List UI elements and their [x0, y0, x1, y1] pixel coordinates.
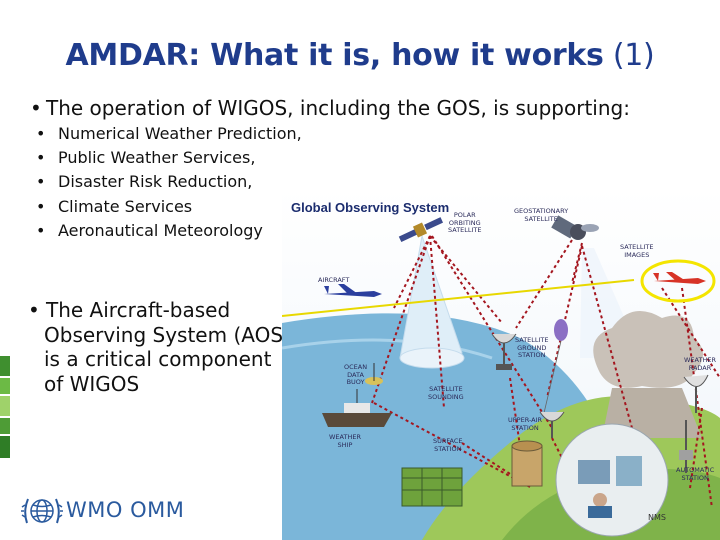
- aircraft-highlight-circle: [640, 259, 716, 303]
- label-line: STATION: [511, 423, 539, 432]
- label-line: AIRCRAFT: [318, 276, 350, 284]
- bullet-dot: •: [36, 124, 46, 143]
- label-line: OCEAN: [344, 363, 368, 371]
- label-line: NMS: [648, 513, 666, 522]
- label-line: STATION: [434, 444, 462, 453]
- sub-bullet: • Numerical Weather Prediction,: [36, 122, 302, 146]
- label-line: STATION: [518, 351, 546, 359]
- label-geostationary-satellite: GEOSTATIONARY SATELLITE: [514, 207, 569, 223]
- geostationary-satellite-icon: [551, 215, 599, 240]
- label-line: WEATHER: [329, 433, 361, 441]
- label-line: POLAR: [453, 211, 476, 219]
- bullet-dot: •: [28, 298, 40, 322]
- aos-bullet: •The Aircraft-based Observing System (AO…: [28, 298, 291, 396]
- accent-bar: [0, 396, 10, 416]
- label-line: WEATHER: [684, 356, 716, 364]
- label-line: SATELLITE: [524, 214, 558, 223]
- ocean-buoy-icon: [365, 363, 383, 385]
- station-building-icon: [511, 440, 543, 487]
- sub-bullet: • Public Weather Services,: [36, 146, 302, 170]
- sub-bullet-text: Aeronautical Meteorology: [58, 220, 263, 240]
- label-line: AUTOMATIC: [676, 466, 715, 474]
- label-line: RADAR: [688, 363, 712, 372]
- wmo-logo-text: WMO OMM: [66, 498, 185, 522]
- automatic-station-icon: [679, 420, 693, 473]
- polar-satellite-icon: [398, 217, 444, 243]
- sub-bullet-text: Disaster Risk Reduction,: [58, 172, 253, 192]
- label-line: ORBITING: [448, 218, 481, 227]
- surface-station-icon: [401, 467, 463, 507]
- sub-bullet: • Aeronautical Meteorology: [36, 219, 302, 243]
- bullet-dot: •: [36, 148, 46, 168]
- label-line: SATELLITE: [620, 243, 654, 251]
- label-line: BUOY: [346, 378, 365, 386]
- aos-line-text: The Aircraft-based: [46, 298, 231, 322]
- aos-line: of WIGOS: [44, 371, 140, 396]
- global-observing-system-diagram: [282, 188, 720, 540]
- cloud-icon: [593, 310, 703, 438]
- ground-station-dish-icon: [491, 333, 517, 370]
- main-bullet-text: The operation of WIGOS, including the GO…: [46, 96, 630, 120]
- label-line: DATA: [347, 370, 364, 379]
- upper-air-station-icon: [539, 411, 565, 438]
- sub-bullet-text: Public Weather Services,: [58, 148, 256, 168]
- bullet-dot: •: [30, 96, 42, 120]
- accent-bar: [0, 378, 10, 394]
- label-line: IMAGES: [624, 250, 650, 259]
- label-nms: NMS: [648, 514, 666, 522]
- label-line: SOUNDING: [428, 392, 464, 401]
- accent-bar: [0, 418, 10, 434]
- aos-line: •The Aircraft-based: [28, 298, 288, 323]
- title-suffix: (1): [612, 38, 655, 73]
- label-line: SURFACE: [433, 437, 463, 445]
- nms-centre-icon: [555, 423, 669, 537]
- label-satellite-sounding: SATELLITE SOUNDING: [428, 385, 464, 401]
- title-main: AMDAR: What it is, how it works: [65, 38, 604, 73]
- label-line: STATION: [681, 473, 709, 482]
- bullet-dot: •: [36, 196, 46, 216]
- accent-bar: [0, 436, 10, 458]
- label-line: SHIP: [337, 440, 353, 449]
- label-line: SATELLITE: [448, 226, 482, 234]
- diagram-title: Global Observing System: [291, 200, 450, 215]
- aircraft-icon: [324, 284, 382, 297]
- label-line: GROUND: [517, 343, 547, 352]
- label-weather-radar: WEATHER RADAR: [684, 356, 716, 372]
- label-line: SATELLITE: [515, 336, 549, 344]
- sub-bullet-text: Numerical Weather Prediction,: [58, 124, 302, 143]
- sub-bullet: • Climate Services: [36, 195, 302, 219]
- label-line: GEOSTATIONARY: [514, 207, 569, 215]
- label-automatic-station: AUTOMATIC STATION: [676, 466, 715, 482]
- label-ocean-buoy: OCEAN DATA BUOY: [344, 363, 368, 387]
- label-satellite-images: SATELLITE IMAGES: [620, 243, 654, 259]
- accent-bar: [0, 356, 10, 376]
- label-polar-satellite: POLAR ORBITING SATELLITE: [448, 211, 482, 235]
- label-line: UPPER-AIR: [508, 416, 543, 424]
- label-weather-ship: WEATHER SHIP: [329, 433, 361, 449]
- aos-line: Observing System (AOS): [44, 322, 291, 347]
- main-bullet: •The operation of WIGOS, including the G…: [30, 96, 630, 120]
- sub-bullet-text: Climate Services: [58, 196, 193, 216]
- sub-bullet: • Disaster Risk Reduction,: [36, 170, 302, 194]
- label-aircraft: AIRCRAFT: [318, 276, 350, 285]
- weather-radar-dish-icon: [683, 374, 709, 413]
- label-satellite-ground-station: SATELLITE GROUND STATION: [515, 336, 549, 360]
- wmo-emblem-icon: [21, 498, 63, 524]
- highlighted-aircraft-icon: [653, 272, 706, 284]
- slide-title: AMDAR: What it is, how it works (1): [0, 38, 720, 73]
- sub-bullet-list: • Numerical Weather Prediction, • Public W…: [36, 122, 302, 243]
- label-upper-air-station: UPPER-AIR STATION: [508, 416, 543, 432]
- bullet-dot: •: [36, 220, 46, 240]
- label-surface-station: SURFACE STATION: [433, 437, 463, 453]
- label-line: SATELLITE: [429, 385, 463, 393]
- aos-pointer-line: [282, 279, 635, 317]
- aos-line: is a critical component: [44, 347, 272, 371]
- weather-ship-icon: [322, 389, 392, 427]
- weather-balloon-icon: [543, 319, 568, 414]
- bullet-dot: •: [36, 172, 46, 192]
